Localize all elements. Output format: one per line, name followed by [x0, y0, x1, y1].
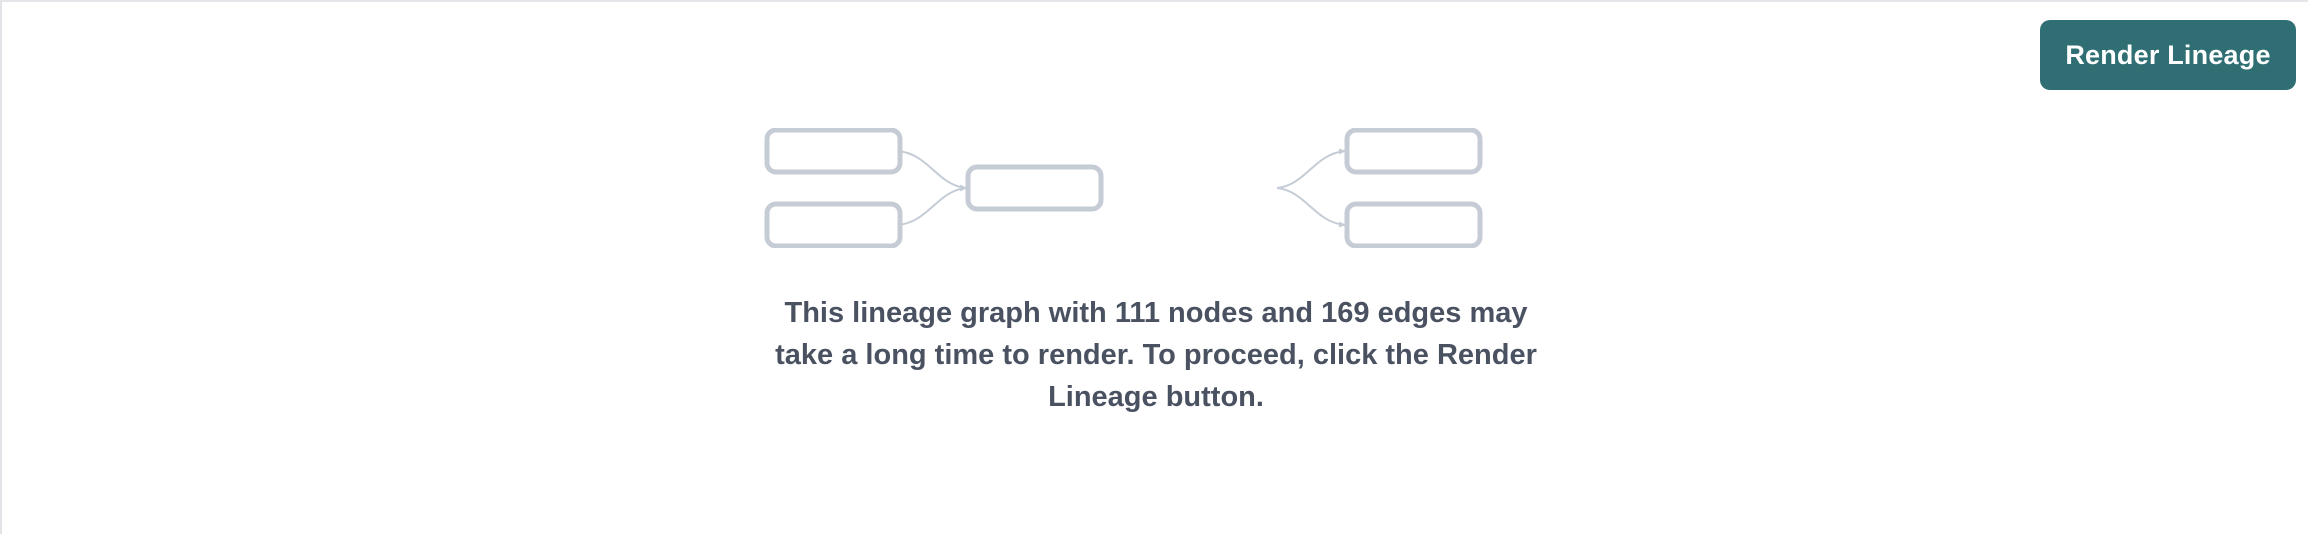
placeholder-edges: [897, 148, 1346, 228]
render-lineage-button[interactable]: Render Lineage: [2040, 20, 2296, 90]
placeholder-node-right-bottom: [1344, 201, 1483, 248]
lineage-empty-state-message: This lineage graph with 111 nodes and 16…: [775, 297, 1537, 413]
placeholder-node-center: [965, 164, 1104, 212]
placeholder-nodes: [764, 128, 1483, 248]
placeholder-node-right-top: [1344, 128, 1483, 175]
edge-left-top-to-center: [897, 150, 967, 191]
edge-left-bottom-to-center: [897, 185, 967, 226]
placeholder-node-left-top: [764, 128, 903, 175]
edge-center-to-right-bottom: [1276, 187, 1346, 228]
lineage-graph-placeholder-illustration: [764, 128, 1483, 248]
edge-center-to-right-top: [1276, 148, 1346, 189]
placeholder-node-left-bottom: [764, 201, 903, 248]
